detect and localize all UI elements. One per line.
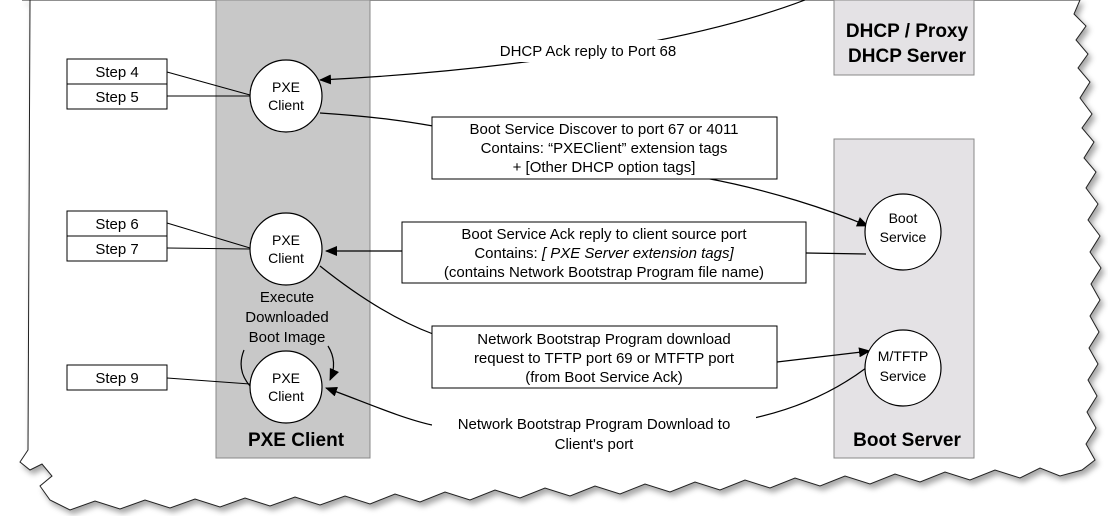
step-box-4 (66, 58, 168, 85)
step-box-9 (66, 364, 168, 391)
execute-loop-left (240, 349, 251, 387)
step-label-9: Step 9 (95, 370, 138, 387)
execute-loop-right (327, 345, 340, 381)
pxe-client-node-1-line2: Client (268, 97, 304, 113)
nbp-download-arrow (325, 386, 433, 426)
boot-service-node-line1: Boot (889, 210, 918, 226)
boot-discover-box (431, 116, 778, 180)
nbp-request-line1: Network Bootstrap Program download (477, 331, 730, 348)
pxe-client-node-1 (249, 59, 323, 133)
boot-discover-line2: Contains: “PXEClient” extension tags (481, 140, 728, 157)
boot-discover-line3: + [Other DHCP option tags] (513, 159, 696, 176)
nbp-request-line3: (from Boot Service Ack) (525, 369, 683, 386)
boot-ack-line3: (contains Network Bootstrap Program file… (444, 264, 764, 281)
step6-connector (166, 222, 251, 249)
step-label-5: Step 5 (95, 89, 138, 106)
dhcp-ack-label: DHCP Ack reply to Port 68 (500, 43, 676, 60)
boot-ack-line (805, 252, 867, 255)
pxe-client-node-2-line2: Client (268, 250, 304, 266)
mtftp-service-node-line1: M/TFTP (878, 348, 929, 364)
pxe-client-node-3-line1: PXE (272, 370, 300, 386)
nbp-request-line2: request to TFTP port 69 or MTFTP port (474, 350, 735, 367)
boot-discover-arrow (704, 177, 869, 227)
dhcp-server-lane (833, 0, 975, 76)
dhcp-lane-title-line1: DHCP / Proxy (846, 21, 969, 42)
execute-label-line1: Execute (260, 289, 314, 306)
boot-discover-line-a (319, 112, 434, 127)
step-label-4: Step 4 (95, 64, 138, 81)
nbp-download-line1: Network Bootstrap Program Download to (458, 416, 731, 433)
boot-ack-box (401, 221, 807, 284)
pxe-client-lane-title: PXE Client (248, 430, 345, 451)
step-box-7 (66, 235, 168, 262)
step-label-7: Step 7 (95, 241, 138, 258)
step-label-6: Step 6 (95, 216, 138, 233)
dhcp-ack-label-bg (482, 40, 696, 62)
pxe-client-node-3-line2: Client (268, 388, 304, 404)
nbp-download-line-a (753, 367, 867, 419)
pxe-client-node-1-line1: PXE (272, 79, 300, 95)
boot-ack-line2-prefix: Contains: (474, 245, 542, 262)
execute-label-line3: Boot Image (249, 329, 326, 346)
boot-server-lane (833, 138, 975, 459)
nbp-request-arrow (776, 347, 871, 363)
mtftp-service-node (864, 329, 942, 407)
boot-ack-line2-italic: [ PXE Server extension tags] (541, 245, 735, 262)
nbp-download-label-bg (432, 412, 756, 454)
step9-connector (166, 377, 251, 385)
dhcp-lane-title-line2: DHCP Server (848, 46, 967, 67)
pxe-client-node-2 (249, 212, 323, 286)
step-box-5 (66, 83, 168, 110)
nbp-request-box (431, 325, 778, 389)
boot-ack-line1: Boot Service Ack reply to client source … (461, 226, 747, 243)
step7-connector (166, 247, 251, 250)
boot-discover-line1: Boot Service Discover to port 67 or 4011 (469, 121, 738, 138)
pxe-client-node-2-line1: PXE (272, 232, 300, 248)
boot-ack-line2: Contains: [ PXE Server extension tags] (474, 245, 734, 262)
boot-server-lane-title: Boot Server (853, 430, 961, 451)
nbp-request-line-a (319, 265, 434, 335)
execute-label-line2: Downloaded (245, 309, 328, 326)
boot-service-node (864, 193, 942, 271)
pxe-client-node-3 (249, 350, 323, 424)
step4-connector (166, 71, 251, 96)
boot-service-node-line2: Service (880, 229, 927, 245)
nbp-download-line2: Client's port (555, 436, 635, 453)
mtftp-service-node-line2: Service (880, 368, 927, 384)
